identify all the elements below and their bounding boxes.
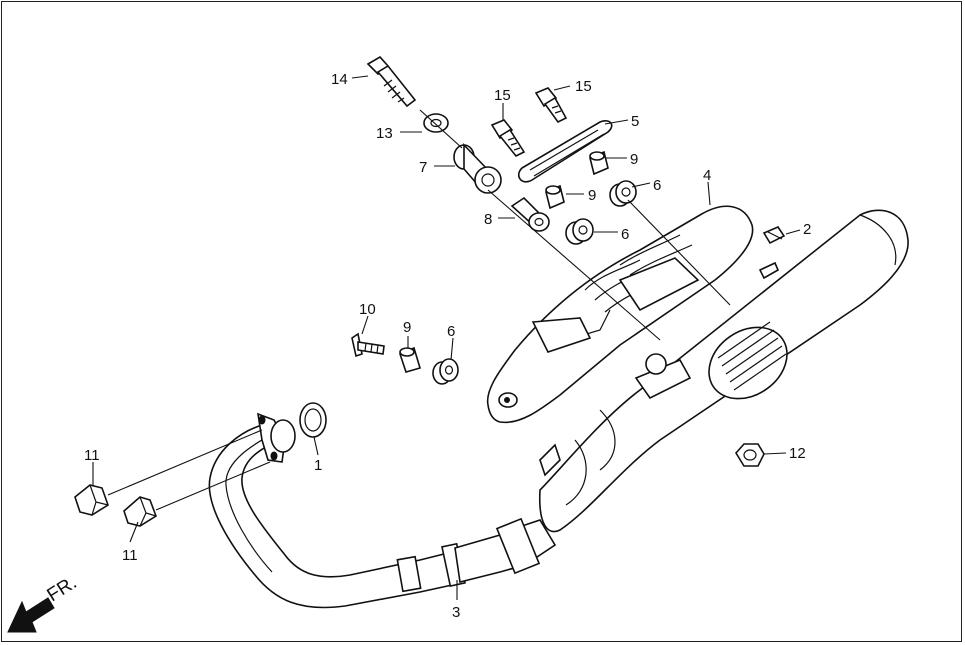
callout-3: 3 xyxy=(452,604,460,621)
flange-bolt-a xyxy=(490,119,526,158)
callout-11-lower: 11 xyxy=(122,547,138,564)
muffler-body xyxy=(538,209,909,533)
hex-nut xyxy=(735,443,765,467)
spacer-left xyxy=(399,346,421,373)
callout-9-mid: 9 xyxy=(588,187,596,204)
flange-bolt-b xyxy=(534,87,568,124)
pipe-flange xyxy=(257,412,296,463)
rubber-grommet xyxy=(453,143,502,194)
callout-leaders xyxy=(92,75,801,600)
callout-6-left: 6 xyxy=(447,323,455,340)
callout-13: 13 xyxy=(376,125,393,142)
callout-9-top: 9 xyxy=(630,151,638,168)
callout-10: 10 xyxy=(359,301,376,318)
callout-15-right: 15 xyxy=(575,78,592,95)
rubber-mount-top xyxy=(609,180,637,207)
flat-screw xyxy=(351,332,385,358)
callout-11-upper: 11 xyxy=(84,447,100,464)
heat-shield-louvers xyxy=(717,321,787,391)
callout-9-left: 9 xyxy=(403,319,411,336)
callout-6-top: 6 xyxy=(653,177,661,194)
callout-4: 4 xyxy=(703,167,711,184)
assembly-lines xyxy=(107,109,731,511)
rubber-mount-mid xyxy=(565,218,594,245)
front-direction-indicator: FR. xyxy=(7,572,81,633)
callout-7: 7 xyxy=(419,159,427,176)
exhaust-pipe xyxy=(208,424,557,609)
callout-12: 12 xyxy=(789,445,806,462)
spacer-top xyxy=(589,150,609,176)
callout-5: 5 xyxy=(631,113,639,130)
cap-nut-lower xyxy=(123,496,157,527)
spacer-mid xyxy=(545,184,565,210)
callout-14: 14 xyxy=(331,71,348,88)
collar xyxy=(510,196,550,232)
callout-15-left: 15 xyxy=(494,87,511,104)
callout-labels: 1 2 3 4 5 6 6 6 7 8 9 9 9 10 11 11 12 13… xyxy=(84,71,811,621)
rubber-mount-left xyxy=(432,358,459,385)
front-arrow-icon xyxy=(7,597,55,633)
mounting-plate xyxy=(517,120,613,183)
callout-1: 1 xyxy=(314,457,322,474)
cap-nut-upper xyxy=(74,484,109,516)
long-bolt xyxy=(366,55,417,108)
clip xyxy=(762,226,786,245)
callout-8: 8 xyxy=(484,211,492,228)
callout-6-mid: 6 xyxy=(621,226,629,243)
gasket xyxy=(299,402,327,438)
callout-2: 2 xyxy=(803,221,811,238)
